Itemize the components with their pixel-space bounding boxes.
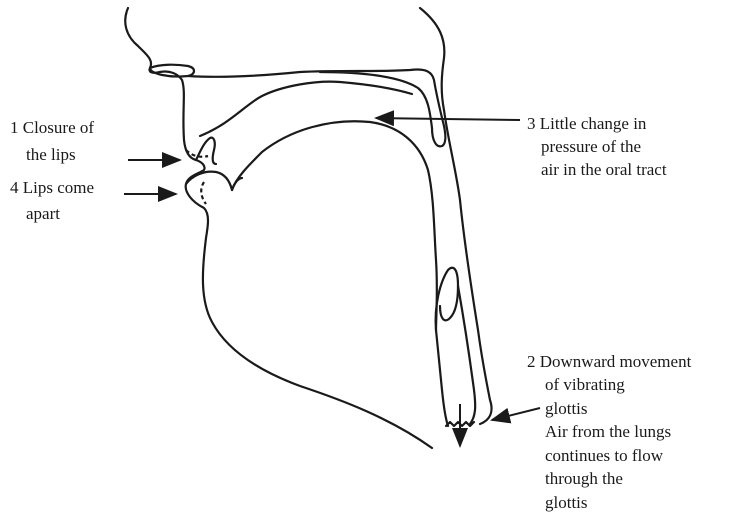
lips-apart-dashed-line	[201, 182, 206, 204]
label-1: 1 Closure of the lips	[10, 118, 98, 164]
label-4: 4 Lips come apart	[10, 178, 98, 223]
arrow-2-glottis	[492, 408, 540, 420]
larynx-outline	[458, 286, 475, 424]
pharynx-wall-outline	[420, 8, 492, 424]
epiglottis-outline	[436, 268, 458, 330]
palate-outline	[188, 69, 445, 146]
tongue-outline	[232, 121, 437, 330]
trachea-front-outline	[436, 330, 448, 426]
nostril-outline	[150, 65, 194, 77]
label-3: 3 Little change in pressure of the air i…	[527, 114, 667, 179]
label-2: 2 Downward movement of vibrating glottis…	[527, 352, 696, 512]
arrow-3-oral-pressure	[376, 118, 520, 120]
